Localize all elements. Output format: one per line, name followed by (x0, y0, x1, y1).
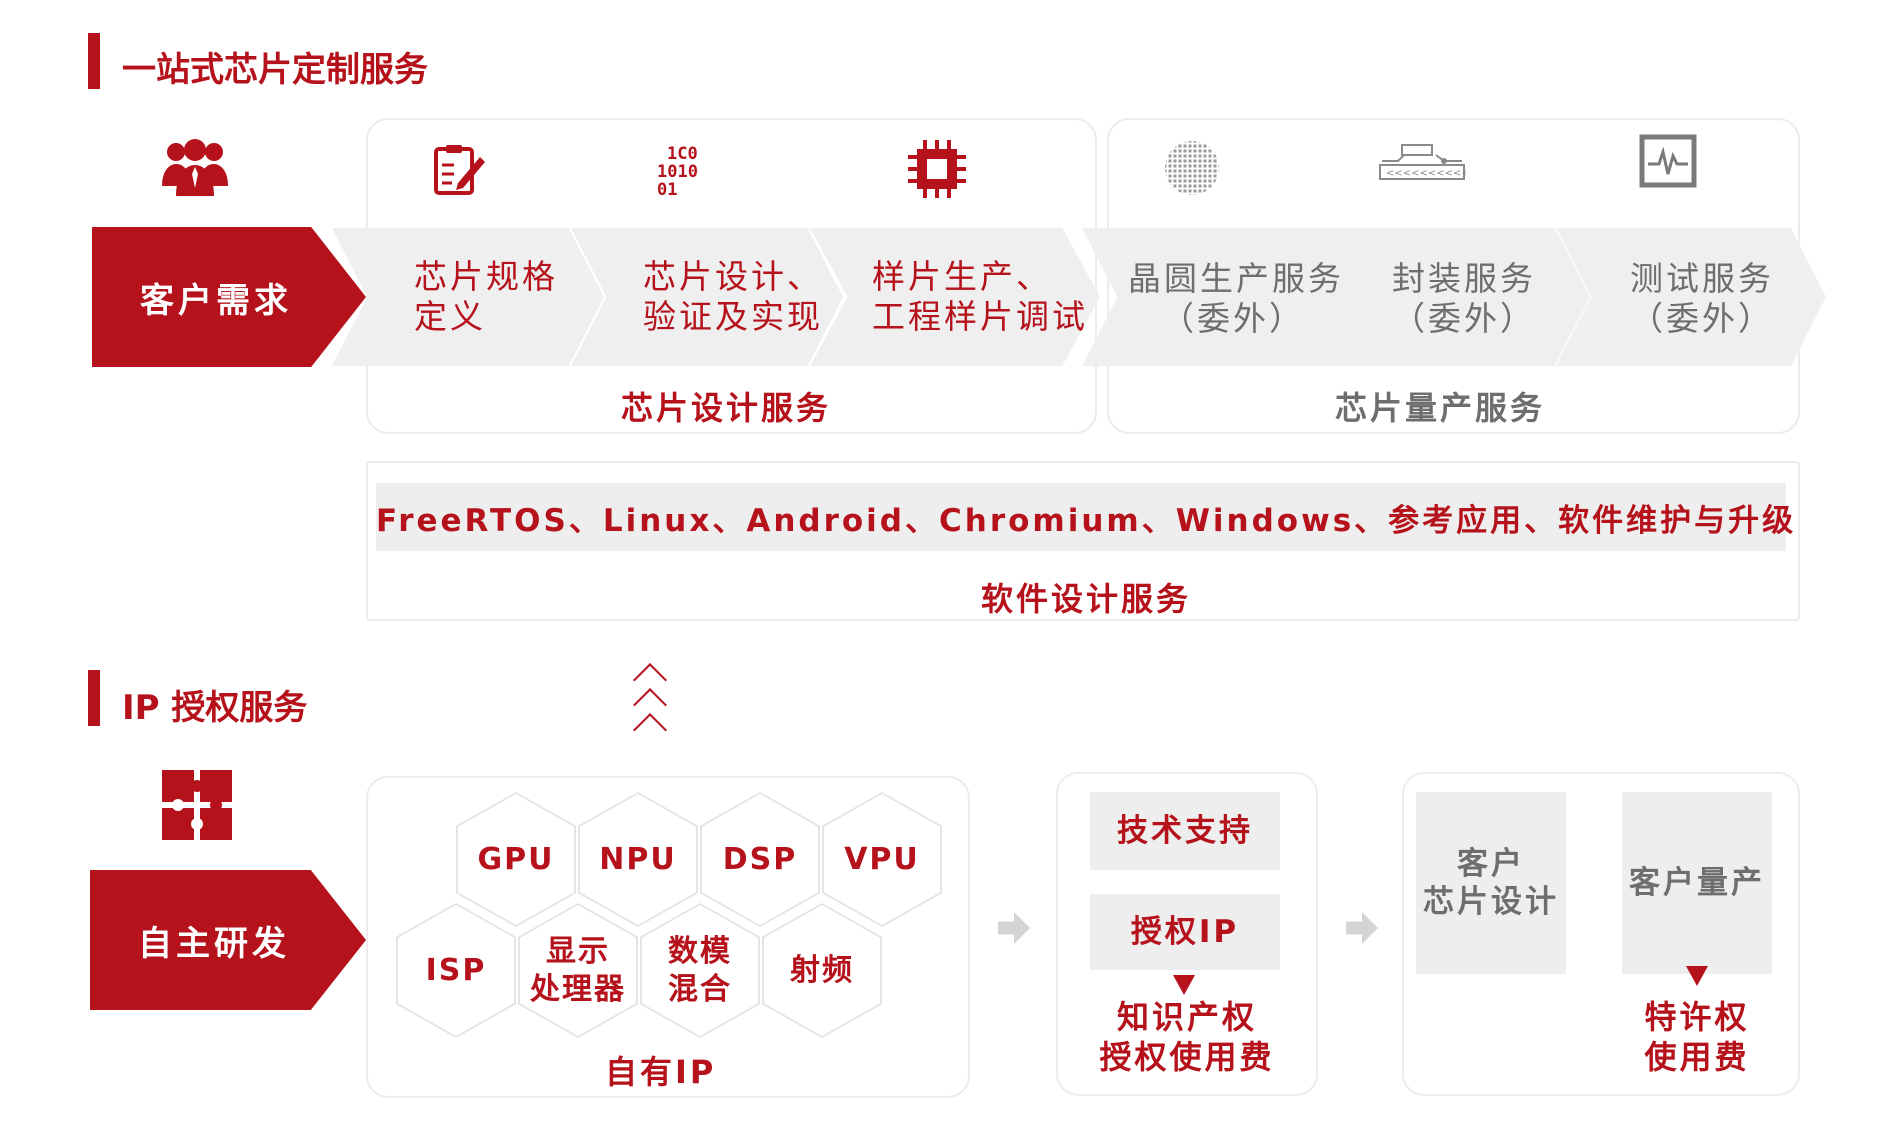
section-title-ip: IP 授权服务 (122, 688, 308, 728)
step-test-text: 测试服务 （委外） (1602, 259, 1802, 339)
hex-isp: ISP (396, 903, 516, 1038)
step-design-text: 芯片设计、 验证及实现 (643, 257, 823, 337)
hex-display-line1: 显示 (546, 933, 610, 969)
step-design-line1: 芯片设计、 (643, 257, 823, 296)
step-test-line1: 测试服务 (1630, 259, 1774, 298)
client-design-box: 客户 芯片设计 (1416, 792, 1566, 974)
software-items-text: FreeRTOS、Linux、Android、Chromium、Windows、… (376, 503, 1797, 539)
hex-display-processor: 显示 处理器 (518, 903, 638, 1038)
svg-text:1C0: 1C0 (667, 144, 698, 164)
customer-need-arrow: 客户需求 (92, 227, 366, 367)
svg-text:<<<<<<<<<<<: <<<<<<<<<<< (1386, 168, 1466, 179)
package-icon: <<<<<<<<<<< (1379, 144, 1466, 180)
binary-code-icon: 1C0 1010 01 (657, 144, 698, 198)
step-package-line1: 封装服务 (1392, 259, 1536, 298)
hex-vpu: VPU (822, 792, 942, 927)
self-rd-arrow: 自主研发 (90, 870, 366, 1010)
hex-mixed-line1: 数模 (668, 933, 732, 969)
step-test-line2: （委外） (1630, 299, 1774, 338)
puzzle-icon (162, 770, 232, 840)
software-items-band (376, 483, 1786, 551)
step-package-text: 封装服务 （委外） (1364, 259, 1564, 339)
royalty-line1: 特许权 (1644, 998, 1750, 1036)
hex-mixed-signal: 数模 混合 (640, 903, 760, 1038)
license-fee-text: 知识产权 授权使用费 (1056, 997, 1318, 1077)
flow-arrow-icon (998, 912, 1030, 944)
chevron-step-test (1556, 228, 1826, 366)
license-fee-line1: 知识产权 (1116, 998, 1257, 1036)
svg-text:01: 01 (657, 180, 677, 198)
down-triangle-icon (1686, 966, 1708, 986)
self-rd-label: 自主研发 (138, 923, 290, 964)
software-service-label: 软件设计服务 (981, 580, 1192, 618)
step-wafer-text: 晶圆生产服务 （委外） (1128, 259, 1344, 339)
hex-npu: NPU (578, 792, 698, 927)
section-title-custom: 一站式芯片定制服务 (122, 50, 428, 90)
chip-icon (908, 140, 966, 198)
step-package-line2: （委外） (1392, 299, 1536, 338)
chevron-step-package (1318, 228, 1590, 366)
spec-clipboard-icon (434, 145, 485, 195)
hex-mixed-line2: 混合 (668, 971, 732, 1007)
hex-dsp: DSP (700, 792, 820, 927)
svg-text:1010: 1010 (657, 162, 698, 182)
up-caret-icon (633, 713, 667, 747)
flow-arrow-icon (1346, 912, 1378, 944)
step-wafer-line1: 晶圆生产服务 (1128, 259, 1344, 298)
chip-production-service-label: 芯片量产服务 (1335, 389, 1546, 427)
step-spec-line1: 芯片规格 (414, 257, 558, 296)
step-wafer-line2: （委外） (1161, 299, 1305, 338)
step-sample-line2: 工程样片调试 (872, 297, 1088, 336)
section-accent-bar (88, 33, 100, 89)
test-monitor-icon (1639, 134, 1697, 188)
client-design-line2: 芯片设计 (1423, 884, 1559, 920)
chevron-step-sample (810, 228, 1100, 366)
royalty-line2: 使用费 (1644, 1038, 1750, 1076)
step-spec-text: 芯片规格 定义 (414, 257, 558, 337)
own-ip-label: 自有IP (605, 1053, 717, 1091)
down-triangle-icon (1173, 975, 1195, 995)
step-spec-line2: 定义 (414, 297, 486, 336)
client-production-box: 客户量产 (1622, 792, 1772, 974)
tech-support-box: 技术支持 (1090, 792, 1280, 870)
chevron-step-spec (332, 228, 604, 366)
step-design-line2: 验证及实现 (643, 297, 823, 336)
customers-icon (162, 139, 228, 196)
step-sample-line1: 样片生产、 (872, 257, 1052, 296)
license-ip-box: 授权IP (1090, 894, 1280, 970)
hex-display-line2: 处理器 (530, 971, 626, 1007)
hex-gpu: GPU (456, 792, 576, 927)
step-sample-text: 样片生产、 工程样片调试 (872, 257, 1088, 337)
customer-need-label: 客户需求 (140, 280, 292, 321)
hex-rf: 射频 (762, 903, 882, 1038)
wafer-icon (1165, 141, 1219, 195)
royalty-text: 特许权 使用费 (1622, 997, 1772, 1077)
chip-design-service-label: 芯片设计服务 (621, 389, 832, 427)
chevron-step-wafer (1082, 228, 1354, 366)
section-accent-bar (88, 670, 100, 726)
client-design-line1: 客户 (1457, 846, 1525, 882)
license-fee-line2: 授权使用费 (1099, 1038, 1275, 1076)
chevron-step-design (571, 228, 843, 366)
